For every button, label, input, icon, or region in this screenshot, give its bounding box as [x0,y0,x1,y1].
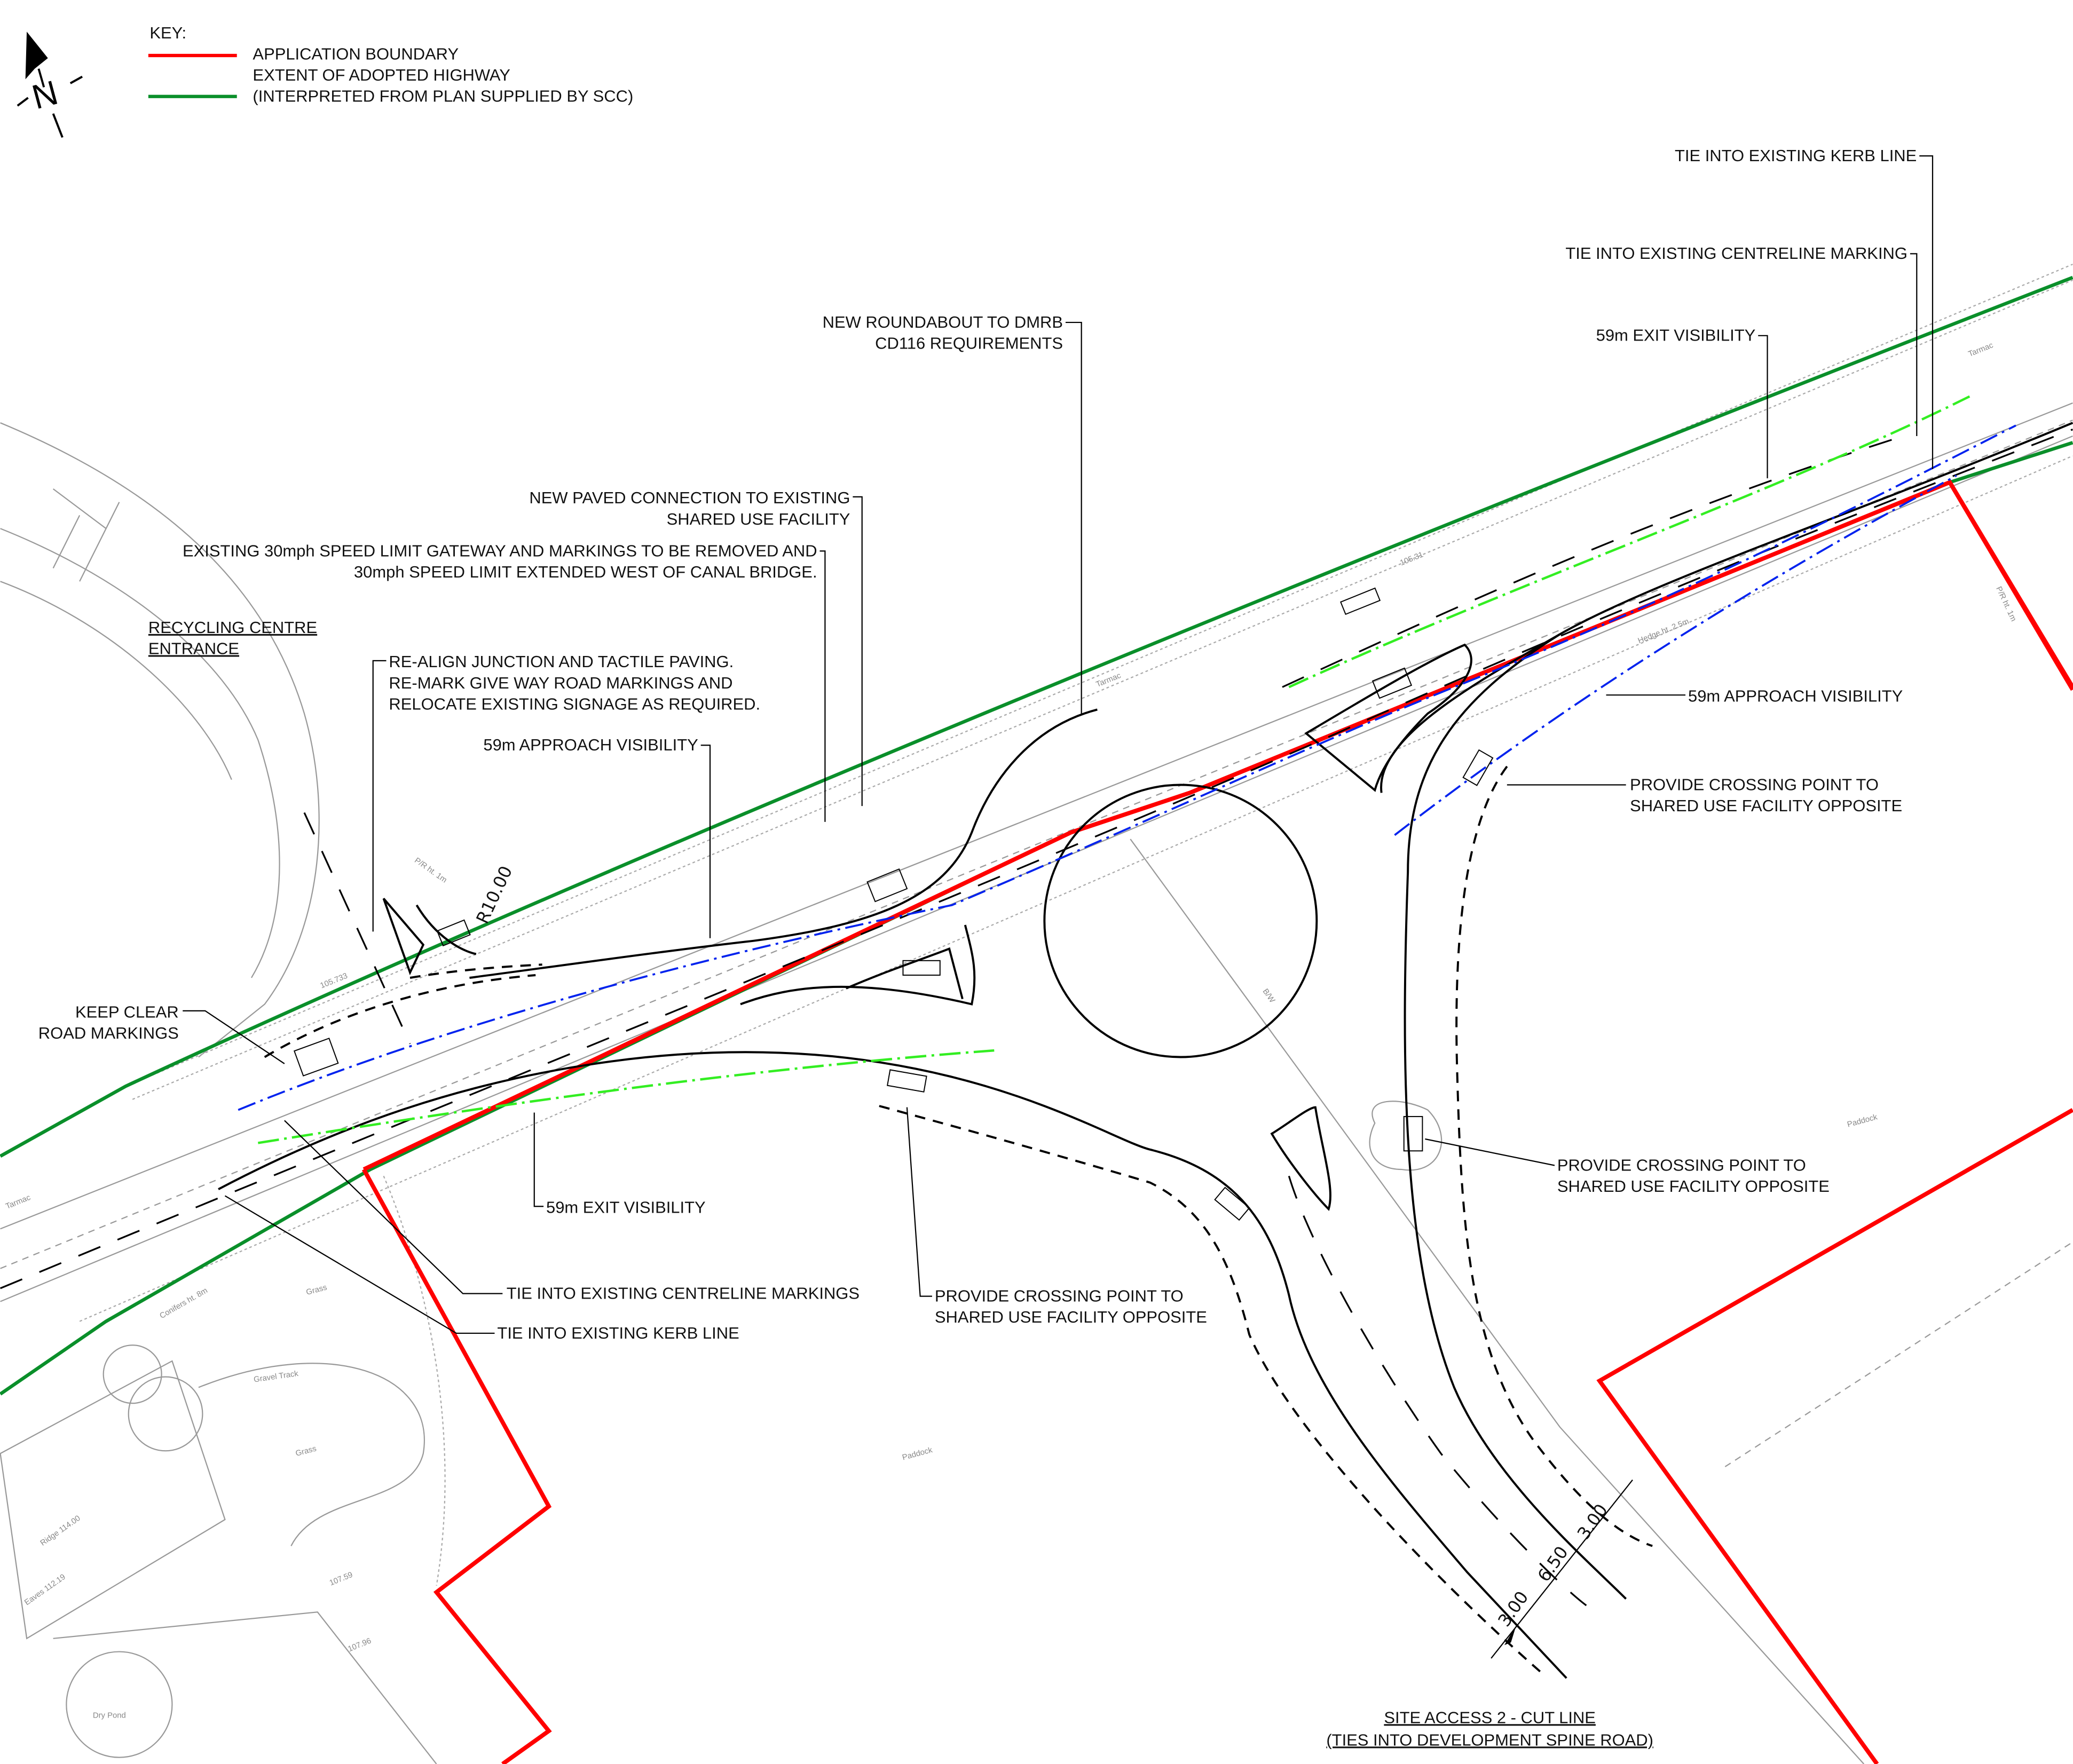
survey-label-conifers: Conifers ht. 8m [159,1286,209,1320]
note-approach-visibility-left: 59m APPROACH VISIBILITY [483,735,698,754]
note-realign-junction: RELOCATE EXISTING SIGNAGE AS REQUIRED. [389,694,760,713]
survey-label-paddock: Paddock [1846,1113,1878,1129]
survey-label-grass: Grass [305,1283,328,1297]
adopted-highway-extent [0,275,2073,1396]
survey-label-pr: P/R ht. 1m [413,856,448,884]
note-keep-clear: ROAD MARKINGS [38,1024,179,1042]
annotations: TIE INTO EXISTING KERB LINE TIE INTO EXI… [38,146,1917,1749]
survey-label-tarmac: Tarmac [4,1193,32,1211]
legend-label-boundary: APPLICATION BOUNDARY [253,44,459,63]
survey-label-hedge: Hedge ht. 2.5m [1637,617,1690,645]
visibility-splays [238,395,2016,1144]
survey-level: 107.59 [328,1571,354,1588]
note-keep-clear: KEEP CLEAR [75,1002,179,1021]
note-speed-limit: EXISTING 30mph SPEED LIMIT GATEWAY AND M… [183,541,817,560]
note-roundabout: NEW ROUNDABOUT TO DMRB [823,313,1063,331]
note-speed-limit: 30mph SPEED LIMIT EXTENDED WEST OF CANAL… [354,563,817,581]
note-crossing-point: PROVIDE CROSSING POINT TO [935,1287,1184,1306]
note-roundabout: CD116 REQUIREMENTS [875,334,1063,353]
survey-label-grass: Grass [295,1444,317,1458]
north-label: N [28,73,62,117]
survey-label-gravel-track: Gravel Track [253,1370,299,1385]
note-tie-centreline-bottom: TIE INTO EXISTING CENTRELINE MARKINGS [507,1284,860,1303]
cut-line-title: SITE ACCESS 2 - CUT LINE [1384,1708,1596,1727]
carriageway-dimensions: 3.00 6.50 3.00 R10.00 [472,863,1633,1659]
legend-title: KEY: [149,23,186,42]
label-recycling-centre: RECYCLING CENTRE [148,618,317,637]
label-recycling-centre: ENTRANCE [148,639,239,658]
roundabout-central-island [1043,784,1318,1058]
note-realign-junction: RE-MARK GIVE WAY ROAD MARKINGS AND [389,674,732,692]
note-crossing-point: SHARED USE FACILITY OPPOSITE [935,1308,1207,1326]
survey-label-tarmac: Tarmac [1967,341,1995,359]
cut-line-subtitle: (TIES INTO DEVELOPMENT SPINE ROAD) [1326,1730,1653,1749]
road-centrelines [0,429,2073,1607]
leader-lines [183,155,1934,1334]
note-approach-visibility-right: 59m APPROACH VISIBILITY [1688,687,1903,706]
survey-label-eaves: Eaves 112.19 [23,1573,67,1608]
note-exit-visibility-bottom: 59m EXIT VISIBILITY [546,1198,706,1217]
survey-label-dry-pond: Dry Pond [93,1711,126,1720]
tactile-paving [293,587,1494,1221]
survey-level: 107.96 [347,1636,373,1654]
survey-label-paddock: Paddock [901,1446,933,1462]
legend: KEY: APPLICATION BOUNDARY EXTENT OF ADOP… [148,23,633,106]
note-tie-kerb-bottom: TIE INTO EXISTING KERB LINE [497,1324,739,1342]
note-crossing-point: SHARED USE FACILITY OPPOSITE [1557,1177,1830,1196]
legend-label-highway-2: (INTERPRETED FROM PLAN SUPPLIED BY SCC) [253,87,633,106]
note-paved-connection: NEW PAVED CONNECTION TO EXISTING [529,488,850,507]
legend-label-highway: EXTENT OF ADOPTED HIGHWAY [253,66,510,84]
note-exit-visibility-top: 59m EXIT VISIBILITY [1596,326,1756,345]
survey-label-ridge: Ridge 114.00 [39,1514,82,1548]
survey-label-bw: B/W [1261,987,1276,1004]
north-arrow-icon: N [17,31,83,138]
note-crossing-point: PROVIDE CROSSING POINT TO [1557,1156,1806,1174]
note-paved-connection: SHARED USE FACILITY [667,510,850,528]
survey-level: 105.31 [1399,550,1424,567]
dimension-3-00-left: 3.00 [1494,1587,1532,1630]
existing-survey: Tarmac Tarmac Tarmac Paddock Paddock Gra… [0,264,2073,1764]
note-crossing-point: SHARED USE FACILITY OPPOSITE [1630,796,1902,815]
proposed-kerb-lines [218,422,2073,1679]
note-tie-kerb-top: TIE INTO EXISTING KERB LINE [1675,146,1917,165]
note-realign-junction: RE-ALIGN JUNCTION AND TACTILE PAVING. [389,652,734,671]
dimension-3-00-right: 3.00 [1573,1500,1612,1543]
radius-label: R10.00 [472,863,516,927]
note-tie-centreline-top: TIE INTO EXISTING CENTRELINE MARKING [1565,244,1908,263]
note-crossing-point: PROVIDE CROSSING POINT TO [1630,775,1879,794]
survey-label-tarmac: Tarmac [1095,671,1123,689]
